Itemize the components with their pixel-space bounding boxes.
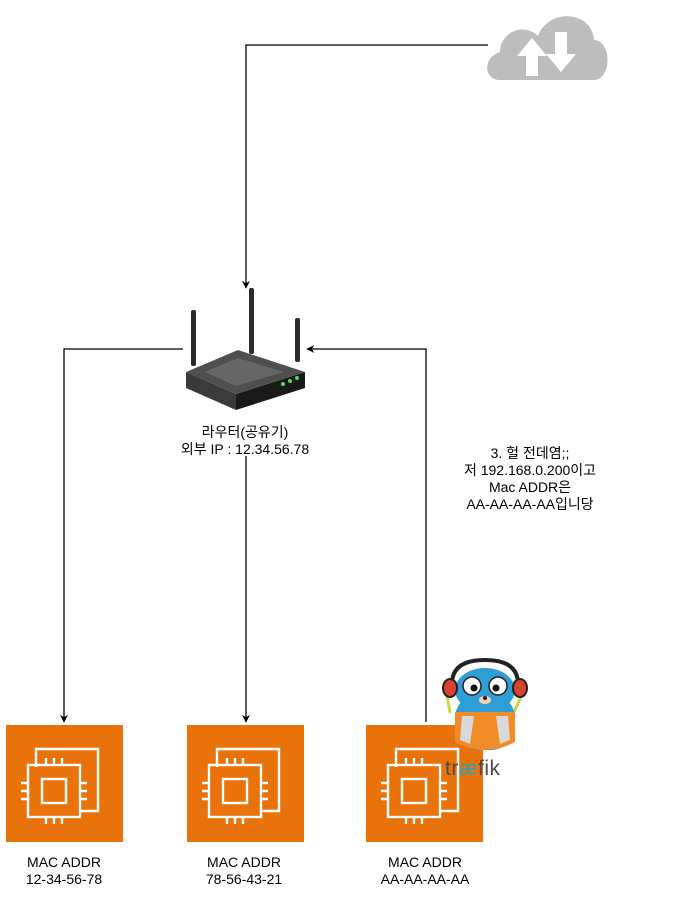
annotation-line-2: 저 192.168.0.200이고 <box>463 462 597 478</box>
edge-server-3-to-router <box>306 345 427 722</box>
edge-router-to-server-1 <box>60 348 183 723</box>
server-2-mac: 78-56-43-21 <box>205 871 283 887</box>
server-1-icon <box>6 725 123 842</box>
annotation-line-3: Mac ADDR은 <box>488 479 572 495</box>
edge-cloud-to-router <box>242 44 488 289</box>
server-2-icon <box>187 725 304 842</box>
traefik-gopher-logo <box>442 657 528 750</box>
router-label: 라우터(공유기) 외부 IP : 12.34.56.78 <box>120 424 370 458</box>
cloud-upload-download-icon <box>487 16 608 80</box>
server-1-mac: 12-34-56-78 <box>25 871 103 887</box>
annotation-line-4: AA-AA-AA-AA입니당 <box>466 496 594 512</box>
annotation-text: 3. 헐 전데염;; 저 192.168.0.200이고 Mac ADDR은 A… <box>420 445 640 513</box>
server-1-label: MAC ADDR 12-34-56-78 <box>2 854 126 888</box>
server-1-label-line1: MAC ADDR <box>27 854 101 870</box>
router-name: 라우터(공유기) <box>201 424 289 440</box>
server-3-label-line1: MAC ADDR <box>388 854 462 870</box>
server-2-label: MAC ADDR 78-56-43-21 <box>182 854 306 888</box>
traefik-text-ae: æ <box>458 757 479 780</box>
server-3-label: MAC ADDR AA-AA-AA-AA <box>363 854 487 888</box>
wireless-router-icon <box>186 288 305 410</box>
edges <box>60 44 488 723</box>
traefik-text-pre: tr <box>445 757 459 780</box>
traefik-text-post: fik <box>478 757 501 780</box>
annotation-line-1: 3. 헐 전데염;; <box>490 445 570 461</box>
server-3-mac: AA-AA-AA-AA <box>380 871 470 887</box>
server-2-label-line1: MAC ADDR <box>207 854 281 870</box>
router-external-ip: 외부 IP : 12.34.56.78 <box>180 441 310 457</box>
traefik-wordmark: træfik <box>445 757 501 781</box>
